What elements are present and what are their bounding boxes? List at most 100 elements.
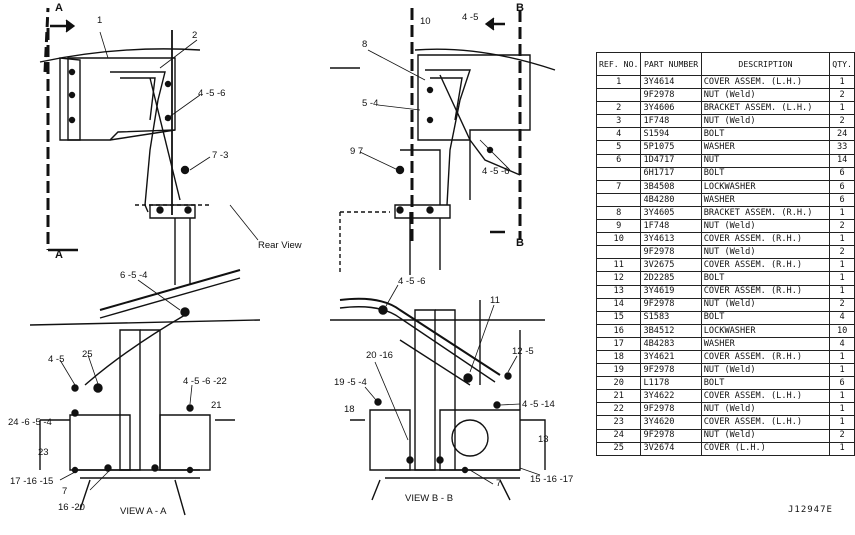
parts-diagram: 1 2 4 -5 -6 7 -3 10 4 -5 8 5 -4 9 7 4 -5…: [8, 2, 573, 517]
qty-cell: 1: [829, 74, 855, 90]
view-a-diagram: [29, 269, 261, 516]
ref-cell: 12: [595, 271, 642, 286]
description-cell: WASHER: [700, 140, 831, 155]
part-number-cell: 3Y4619: [640, 284, 702, 299]
part-number-cell: 3Y4621: [640, 349, 702, 365]
qty-cell: 1: [829, 402, 855, 417]
callout: 19 -5 -4: [334, 377, 367, 388]
part-number-cell: S1583: [640, 310, 702, 325]
description-cell: NUT (Weld): [700, 114, 831, 129]
callout: 1: [97, 15, 102, 26]
qty-cell: 2: [829, 297, 855, 312]
qty-cell: 6: [829, 192, 855, 207]
part-number-cell: 3Y4605: [640, 205, 702, 221]
part-number-cell: 9F2978: [640, 245, 702, 260]
part-number-cell: 4B4283: [640, 336, 702, 351]
part-number-cell: 1F748: [640, 219, 702, 234]
part-number-cell: 9F2978: [640, 297, 702, 312]
qty-cell: 1: [829, 205, 855, 221]
qty-cell: 1: [829, 441, 855, 456]
ref-cell: 15: [595, 310, 642, 325]
ref-cell: [595, 88, 642, 103]
ref-cell: 21: [595, 389, 642, 404]
ref-cell: 4: [595, 127, 642, 142]
part-number-cell: 3Y4613: [640, 232, 702, 247]
description-cell: COVER ASSEM. (L.H.): [700, 415, 831, 430]
qty-cell: 4: [829, 336, 855, 351]
header-description: DESCRIPTION: [700, 52, 831, 76]
qty-cell: 24: [829, 127, 855, 142]
ref-cell: 2: [595, 101, 642, 116]
view-b-title: VIEW B - B: [405, 493, 453, 504]
description-cell: LOCKWASHER: [700, 179, 831, 194]
ref-cell: 11: [595, 258, 642, 273]
callout: 4 -5 -14: [522, 399, 555, 410]
ref-cell: 5: [595, 140, 642, 155]
callout: 7: [62, 486, 67, 497]
view-b-diagram: [330, 284, 546, 501]
top-left-view: [39, 7, 259, 285]
description-cell: NUT (Weld): [700, 297, 831, 312]
ref-cell: 9: [595, 219, 642, 234]
part-number-cell: 9F2978: [640, 88, 702, 103]
description-cell: COVER ASSEM. (L.H.): [700, 74, 831, 90]
part-number-cell: 4B4280: [640, 192, 702, 207]
callout: 7: [496, 478, 501, 489]
ref-cell: 18: [595, 349, 642, 365]
description-cell: BRACKET ASSEM. (R.H.): [700, 205, 831, 221]
callout: 20 -16: [366, 350, 393, 361]
description-cell: NUT (Weld): [700, 402, 831, 417]
callout: 11: [490, 295, 500, 306]
description-cell: NUT: [700, 153, 831, 168]
qty-cell: 6: [829, 166, 855, 181]
callout: 23: [38, 447, 49, 458]
part-number-cell: 9F2978: [640, 363, 702, 378]
ref-cell: 14: [595, 297, 642, 312]
qty-cell: 2: [829, 114, 855, 129]
qty-cell: 14: [829, 153, 855, 168]
table-header-row: REF. NO. PART NUMBER DESCRIPTION QTY.: [595, 52, 855, 76]
description-cell: COVER (L.H.): [700, 441, 831, 456]
description-cell: NUT (Weld): [700, 245, 831, 260]
header-part-number: PART NUMBER: [640, 52, 702, 76]
ref-cell: 13: [595, 284, 642, 299]
qty-cell: 10: [829, 323, 855, 338]
view-a-title: VIEW A - A: [120, 506, 167, 517]
ref-cell: 24: [595, 428, 642, 443]
header-qty: QTY.: [829, 52, 855, 76]
callout: 10: [420, 16, 431, 27]
callout: 13: [538, 434, 549, 445]
qty-cell: 4: [829, 310, 855, 325]
callout: 7 -3: [212, 150, 228, 161]
part-number-cell: 3Y4622: [640, 389, 702, 404]
description-cell: NUT (Weld): [700, 88, 831, 103]
section-mark-b: B: [516, 2, 524, 14]
description-cell: BOLT: [700, 127, 831, 142]
part-number-cell: 3V2675: [640, 258, 702, 273]
callout: 9 7: [350, 146, 363, 157]
callout: 25: [82, 349, 93, 360]
ref-cell: [595, 192, 642, 207]
description-cell: COVER ASSEM. (R.H.): [700, 284, 831, 299]
section-mark-a: A: [55, 249, 63, 261]
qty-cell: 1: [829, 389, 855, 404]
callout: 18: [344, 404, 355, 415]
callout: 4 -5 -6: [198, 88, 225, 99]
callout: 2: [192, 30, 197, 41]
part-number-cell: 3B4508: [640, 179, 702, 194]
callout: 4 -5: [48, 354, 64, 365]
callout: 12 -5: [512, 346, 534, 357]
